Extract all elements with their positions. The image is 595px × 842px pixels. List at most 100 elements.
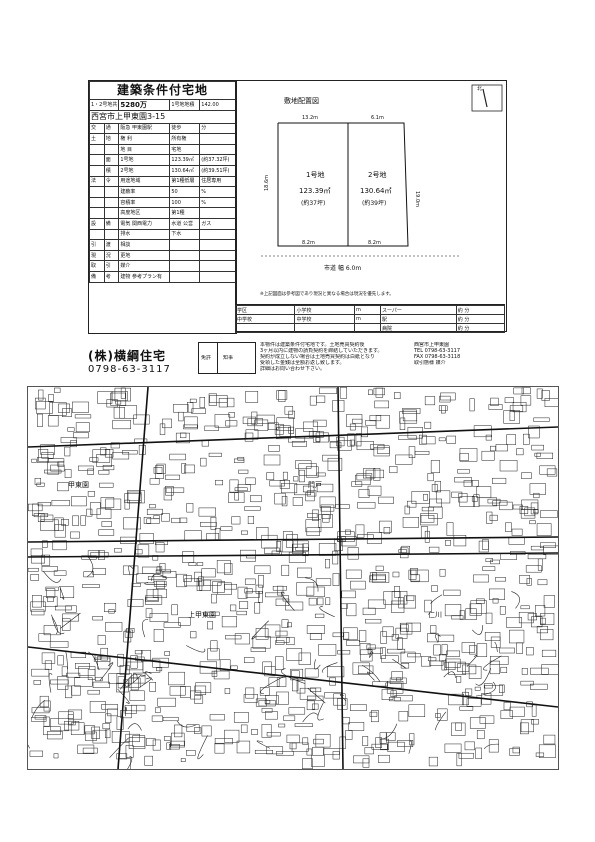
map-contour (443, 671, 456, 678)
map-contour (435, 634, 441, 643)
map-building (537, 579, 548, 586)
map-building (130, 677, 139, 691)
map-building (399, 411, 418, 424)
map-building (201, 725, 212, 737)
map-building (343, 627, 358, 641)
map-building (407, 653, 421, 658)
map-building (483, 683, 493, 689)
map-building (105, 713, 112, 723)
map-building (144, 755, 153, 766)
spec-cell: 電気 関西電力 (118, 217, 171, 230)
map-contour (435, 711, 447, 731)
map-building (298, 463, 317, 476)
map-building (361, 426, 368, 438)
map-building (71, 685, 81, 696)
map-building (446, 435, 456, 444)
contact-line: FAX 0798-63-3118 (414, 354, 461, 360)
map-building (282, 471, 288, 480)
map-building (369, 711, 378, 717)
map-building (349, 423, 356, 431)
map-contour (151, 573, 168, 581)
map-building (175, 432, 190, 444)
map-building (317, 597, 324, 606)
map-building (296, 680, 306, 694)
map-building (244, 578, 256, 585)
property-spec-table: 建築条件付宅地 1・2号地共 5280万 1号地地積 142.00 西宮市上甲東… (88, 80, 237, 334)
map-building (184, 416, 198, 428)
map-building (295, 460, 312, 469)
spec-cell: 建物 参考プラン有 (118, 270, 171, 283)
map-building (490, 636, 501, 648)
map-building (470, 600, 487, 614)
map-building (306, 586, 325, 598)
map-building (397, 637, 403, 650)
map-building (155, 542, 165, 553)
map-building (189, 398, 197, 403)
map-building (162, 571, 177, 578)
map-building (224, 688, 231, 694)
map-building (509, 748, 520, 756)
map-building (71, 496, 87, 507)
map-building (283, 715, 296, 721)
map-building (281, 619, 289, 628)
map-building (462, 691, 469, 706)
map-building (250, 495, 262, 503)
map-building (358, 630, 367, 642)
map-building (435, 713, 441, 718)
map-building (154, 707, 161, 713)
spec-cell: 用途地域 (118, 175, 171, 188)
map-building (125, 745, 134, 758)
map-building (204, 425, 219, 431)
map-building (125, 733, 140, 742)
map-building (341, 590, 356, 599)
map-building (377, 445, 390, 454)
map-building (236, 610, 247, 616)
map-building (463, 480, 472, 487)
map-building (72, 401, 89, 413)
map-building (281, 564, 290, 576)
map-building (372, 681, 388, 687)
map-building (268, 677, 280, 687)
map-road (117, 387, 149, 769)
map-building (441, 660, 447, 671)
map-building (176, 573, 187, 588)
note-line: 本物件は建築条件付宅地です。土地売買契約後 (260, 342, 365, 348)
spec-cell: 分 (199, 122, 236, 135)
map-building (108, 673, 125, 684)
map-building (114, 387, 131, 402)
map-building (529, 520, 536, 525)
map-building (201, 568, 216, 578)
map-building (304, 668, 319, 678)
map-building (171, 732, 185, 746)
map-building (51, 500, 70, 507)
map-building (237, 586, 248, 599)
map-contour (65, 650, 68, 670)
map-building (509, 629, 525, 644)
map-contour (99, 662, 114, 682)
map-building (482, 539, 489, 550)
map-building (345, 730, 353, 740)
map-building (263, 454, 281, 466)
map-building (546, 468, 558, 477)
map-building (469, 603, 482, 616)
map-building (214, 742, 225, 754)
map-building (363, 468, 376, 479)
map-building (294, 723, 313, 727)
map-building (437, 708, 448, 721)
map-building (261, 534, 278, 549)
map-building (335, 504, 350, 509)
map-building (482, 566, 496, 571)
map-building (97, 391, 113, 404)
map-building (137, 544, 150, 558)
map-building (500, 553, 517, 560)
map-building (359, 643, 371, 655)
map-building (244, 506, 261, 511)
map-building (233, 712, 249, 723)
map-building (345, 529, 351, 535)
map-building (57, 461, 65, 467)
map-building (448, 693, 464, 706)
spec-cell: 容積率 (118, 196, 171, 209)
